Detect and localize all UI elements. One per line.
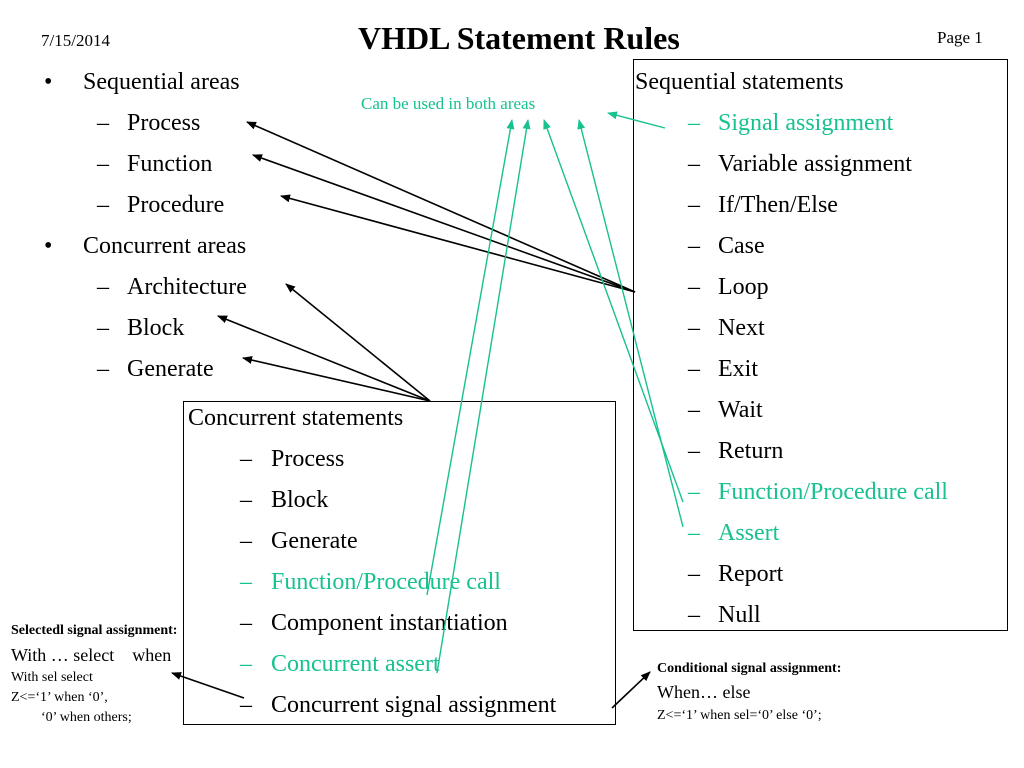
conc-item: Generate bbox=[271, 528, 358, 554]
conc-item: Concurrent assert bbox=[271, 651, 440, 677]
dash-icon: – bbox=[688, 397, 700, 423]
dash-icon: – bbox=[97, 151, 109, 177]
seq-item: Return bbox=[718, 438, 784, 464]
dash-icon: – bbox=[688, 561, 700, 587]
arrow-signal-assignment-both bbox=[607, 111, 666, 129]
seq-item: Function/Procedure call bbox=[718, 479, 948, 505]
dash-icon: – bbox=[97, 274, 109, 300]
dash-icon: – bbox=[688, 274, 700, 300]
sequential-box-title: Sequential statements bbox=[635, 69, 844, 95]
arrow-to-selected-note bbox=[171, 672, 245, 699]
dash-icon: – bbox=[688, 479, 700, 505]
dash-icon: – bbox=[97, 356, 109, 382]
slide-title: VHDL Statement Rules bbox=[358, 20, 680, 56]
seq-item: Wait bbox=[718, 397, 763, 423]
dash-icon: – bbox=[688, 438, 700, 464]
seq-item: Exit bbox=[718, 356, 758, 382]
seq-area-procedure: Procedure bbox=[127, 192, 225, 218]
arrow-to-conditional-note bbox=[611, 671, 651, 709]
arrow-to-generate bbox=[242, 356, 431, 402]
dash-icon: – bbox=[240, 528, 252, 554]
conc-area-architecture: Architecture bbox=[127, 274, 247, 300]
dash-icon: – bbox=[240, 569, 252, 595]
sequential-statements-box bbox=[633, 59, 1008, 631]
conc-area-block: Block bbox=[127, 315, 185, 341]
arrow-conc-function-call-both bbox=[426, 119, 515, 596]
conditional-note-heading: Conditional signal assignment: bbox=[657, 661, 842, 676]
both-areas-note: Can be used in both areas bbox=[361, 94, 536, 113]
selected-note-heading: Selectedl signal assignment: bbox=[11, 623, 178, 638]
dash-icon: – bbox=[97, 110, 109, 136]
dash-icon: – bbox=[240, 610, 252, 636]
arrow-conc-assert-both bbox=[436, 119, 531, 674]
seq-item: Next bbox=[718, 315, 765, 341]
arrow-to-function bbox=[252, 154, 636, 293]
dash-icon: – bbox=[240, 446, 252, 472]
seq-area-process: Process bbox=[127, 110, 201, 136]
dash-icon: – bbox=[688, 315, 700, 341]
page-number: Page 1 bbox=[937, 28, 983, 47]
dash-icon: – bbox=[688, 520, 700, 546]
concurrent-box-title: Concurrent statements bbox=[188, 405, 404, 431]
selected-note-example-1: With sel select bbox=[11, 670, 93, 685]
conc-item: Function/Procedure call bbox=[271, 569, 501, 595]
seq-item: Report bbox=[718, 561, 784, 587]
seq-area-function: Function bbox=[127, 151, 213, 177]
dash-icon: – bbox=[688, 192, 700, 218]
selected-note-syntax: With … select when bbox=[11, 645, 172, 665]
dash-icon: – bbox=[688, 356, 700, 382]
concurrent-areas-label: Concurrent areas bbox=[83, 233, 247, 259]
seq-item: Case bbox=[718, 233, 765, 259]
selected-note-example-2: Z<=‘1’ when ‘0’, bbox=[11, 690, 108, 705]
dash-icon: – bbox=[97, 315, 109, 341]
date-label: 7/15/2014 bbox=[41, 31, 110, 50]
arrow-to-architecture bbox=[285, 283, 431, 402]
conc-item: Component instantiation bbox=[271, 610, 508, 636]
seq-item: Loop bbox=[718, 274, 769, 300]
conc-area-generate: Generate bbox=[127, 356, 214, 382]
conc-item: Process bbox=[271, 446, 345, 472]
dash-icon: – bbox=[688, 602, 700, 628]
conditional-note-example: Z<=‘1’ when sel=‘0’ else ‘0’; bbox=[657, 708, 822, 723]
arrow-to-process bbox=[246, 121, 636, 293]
conditional-note-syntax: When… else bbox=[657, 682, 751, 702]
dash-icon: – bbox=[688, 151, 700, 177]
concurrent-statements-box bbox=[183, 401, 616, 725]
dash-icon: – bbox=[688, 110, 700, 136]
conc-item: Block bbox=[271, 487, 329, 513]
selected-note-example-3: ‘0’ when others; bbox=[41, 710, 132, 725]
dash-icon: – bbox=[240, 651, 252, 677]
sequential-areas-label: Sequential areas bbox=[83, 69, 240, 95]
seq-item: Variable assignment bbox=[718, 151, 912, 177]
bullet-icon: • bbox=[44, 233, 53, 259]
seq-item: Assert bbox=[718, 520, 780, 546]
bullet-icon: • bbox=[44, 69, 53, 95]
dash-icon: – bbox=[688, 233, 700, 259]
arrow-to-procedure bbox=[280, 194, 636, 293]
seq-item: If/Then/Else bbox=[718, 192, 838, 218]
seq-item: Null bbox=[718, 602, 761, 628]
dash-icon: – bbox=[97, 192, 109, 218]
seq-item: Signal assignment bbox=[718, 110, 894, 136]
arrow-to-block bbox=[217, 315, 431, 402]
dash-icon: – bbox=[240, 692, 252, 718]
conc-item: Concurrent signal assignment bbox=[271, 692, 557, 718]
arrow-seq-assert-both bbox=[577, 119, 684, 528]
dash-icon: – bbox=[240, 487, 252, 513]
